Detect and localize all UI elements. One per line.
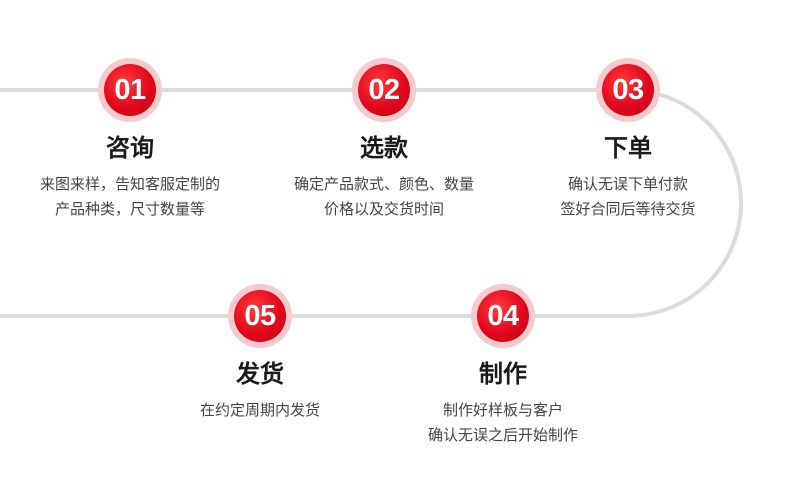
step-description-line: 确认无误之后开始制作 <box>427 426 578 444</box>
step-description-line: 来图来样，告知客服定制的 <box>39 175 220 193</box>
step-badge: 02 <box>352 58 416 122</box>
step-description-line: 确认无误下单付款 <box>567 175 688 193</box>
step-number: 02 <box>358 64 410 116</box>
step-badge: 05 <box>228 284 292 348</box>
step-description-line: 产品种类，尺寸数量等 <box>54 200 205 218</box>
step-description: 确认无误下单付款 签好合同后等待交货 <box>508 172 748 222</box>
step-title: 选款 <box>360 134 408 162</box>
step-badge: 04 <box>471 284 535 348</box>
step-description-line: 在约定周期内发货 <box>199 401 320 419</box>
step-number: 04 <box>477 290 529 342</box>
step-description-line: 价格以及交货时间 <box>323 200 444 218</box>
step-number: 01 <box>104 64 156 116</box>
step-title: 制作 <box>479 360 527 388</box>
step-badge: 03 <box>596 58 660 122</box>
step-badge: 01 <box>98 58 162 122</box>
step-description: 在约定周期内发货 <box>140 398 380 423</box>
step-title: 发货 <box>236 360 284 388</box>
step-description-line: 确定产品款式、颜色、数量 <box>293 175 474 193</box>
track-line <box>0 88 743 318</box>
step-title: 下单 <box>604 134 652 162</box>
step-description-line: 签好合同后等待交货 <box>560 200 696 218</box>
step-number: 05 <box>234 290 286 342</box>
step-description-line: 制作好样板与客户 <box>442 401 563 419</box>
step-number: 03 <box>602 64 654 116</box>
step-description: 制作好样板与客户 确认无误之后开始制作 <box>383 398 623 448</box>
step-description: 来图来样，告知客服定制的 产品种类，尺寸数量等 <box>10 172 250 222</box>
step-title: 咨询 <box>106 134 154 162</box>
step-description: 确定产品款式、颜色、数量 价格以及交货时间 <box>264 172 504 222</box>
